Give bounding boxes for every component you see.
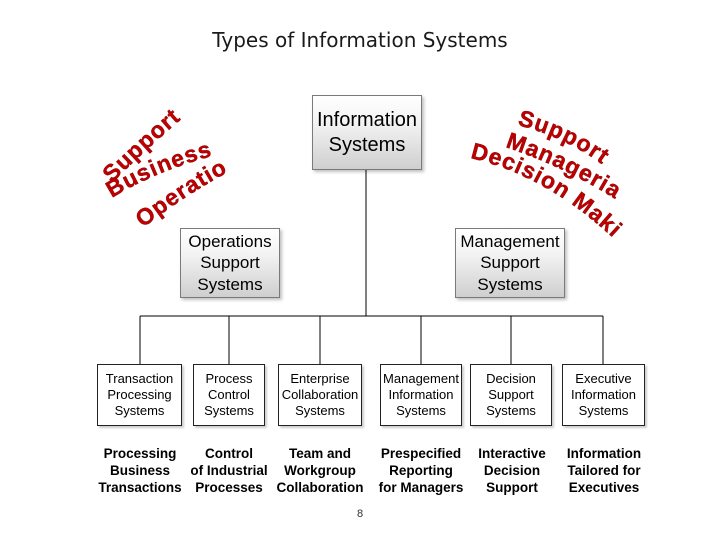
desc-decision-support: Interactive Decision Support: [478, 446, 546, 495]
root-box-information-systems: Information Systems: [312, 95, 422, 170]
leaf-box-enterprise-collaboration: Enterprise Collaboration Systems: [278, 364, 362, 426]
page-number: 8: [356, 508, 364, 520]
leaf-box-management-information: Management Information Systems: [380, 364, 462, 426]
branch-box-operations-support: Operations Support Systems: [180, 228, 280, 298]
page-title: Types of Information Systems: [212, 28, 508, 52]
leaf-box-process-control: Process Control Systems: [193, 364, 265, 426]
desc-transaction-processing: Processing Business Transactions: [98, 446, 182, 495]
branch-box-management-support: Management Support Systems: [455, 228, 565, 298]
desc-management-information: Prespecified Reporting for Managers: [378, 446, 464, 495]
leaf-box-decision-support: Decision Support Systems: [470, 364, 552, 426]
desc-process-control: Control of Industrial Processes: [190, 446, 268, 495]
leaf-box-executive-information: Executive Information Systems: [562, 364, 645, 426]
leaf-box-transaction-processing: Transaction Processing Systems: [97, 364, 182, 426]
desc-executive-information: Information Tailored for Executives: [566, 446, 642, 495]
desc-enterprise-collaboration: Team and Workgroup Collaboration: [276, 446, 364, 495]
